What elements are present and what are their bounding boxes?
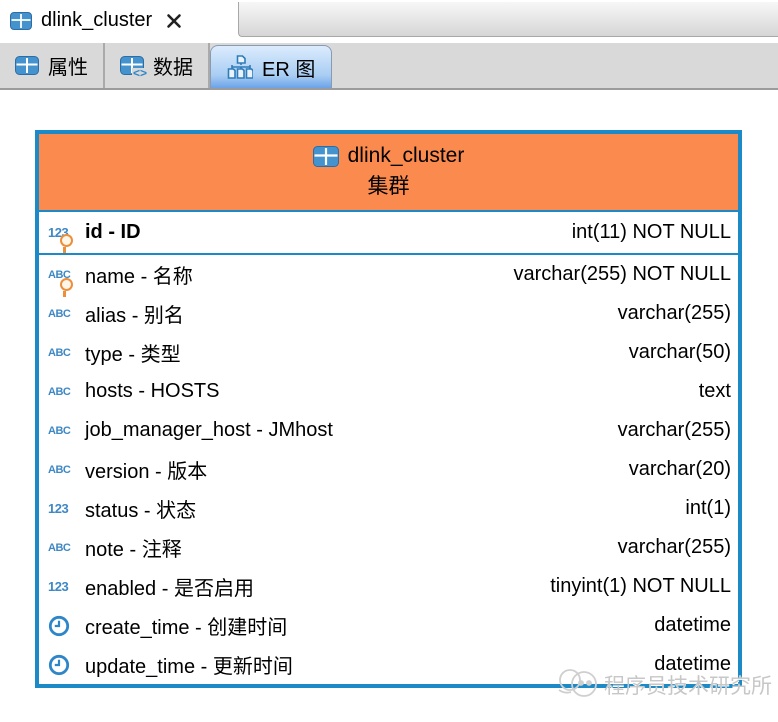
- column-name: create_time - 创建时间: [85, 617, 288, 639]
- entity-column-row[interactable]: 123 ABC type - 类型 varchar(50): [39, 333, 738, 372]
- tab-data[interactable]: <> 数据: [105, 43, 208, 88]
- entity-subtitle: 集群: [367, 175, 410, 198]
- column-name: version - 版本: [85, 461, 208, 483]
- er-diagram-icon: [227, 55, 253, 79]
- entity-column-row[interactable]: 123 ABC note - 注释 varchar(255): [39, 528, 738, 567]
- column-name: update_time - 更新时间: [85, 656, 293, 678]
- column-name: id - ID: [85, 221, 141, 243]
- string-type-icon: ABC: [48, 385, 71, 398]
- string-type-icon: ABC: [48, 424, 71, 437]
- editor-tabbar: dlink_cluster: [0, 0, 778, 41]
- tabbar-empty-area: [238, 2, 778, 37]
- entity-column-row[interactable]: 123 ABC create_time - 创建时间 datetime: [39, 606, 738, 645]
- string-type-icon: ABC: [48, 346, 71, 359]
- column-name: alias - 别名: [85, 305, 184, 327]
- table-icon: [312, 145, 339, 167]
- entity-column-row[interactable]: 123 ABC alias - 别名 varchar(255): [39, 294, 738, 333]
- data-table-icon: <>: [120, 56, 148, 79]
- column-type: varchar(255): [617, 302, 731, 324]
- entity-header[interactable]: dlink_cluster 集群: [39, 134, 738, 212]
- column-type: varchar(50): [628, 341, 731, 363]
- tab-er-diagram[interactable]: ER 图: [210, 45, 333, 88]
- string-type-icon: ABC: [48, 541, 71, 554]
- code-brackets-icon: <>: [131, 66, 148, 80]
- column-name: status - 状态: [85, 500, 197, 522]
- tab-divider: [103, 43, 105, 88]
- datetime-type-icon: [48, 615, 70, 637]
- column-name: enabled - 是否启用: [85, 578, 254, 600]
- column-type: datetime: [654, 614, 731, 636]
- column-name: job_manager_host - JMhost: [85, 419, 333, 441]
- tab-divider: [208, 43, 210, 88]
- entity-column-row[interactable]: 123 ABC name - 名称 varchar(255) NOT NULL: [39, 255, 738, 294]
- string-type-icon: ABC: [48, 307, 71, 320]
- table-icon: [10, 11, 32, 30]
- properties-table-icon: [15, 56, 39, 75]
- datetime-type-icon: [48, 654, 70, 676]
- entity-column-row[interactable]: 123 ABC job_manager_host - JMhost varcha…: [39, 411, 738, 450]
- tab-properties-label: 属性: [48, 57, 88, 79]
- view-tabbar: 属性 <> 数据 ER 图: [0, 43, 778, 90]
- entity-title: dlink_cluster: [347, 144, 465, 167]
- column-type: text: [698, 380, 731, 402]
- key-icon: [60, 278, 69, 293]
- entity-column-row[interactable]: 123 ABC hosts - HOSTS text: [39, 372, 738, 411]
- column-type: int(11) NOT NULL: [571, 221, 731, 243]
- entity-dlink-cluster[interactable]: dlink_cluster 集群 123 ABC id - ID int(11)…: [35, 130, 742, 688]
- tab-data-label: 数据: [153, 57, 193, 79]
- tab-er-diagram-label: ER 图: [262, 58, 316, 81]
- column-type: datetime: [654, 653, 731, 675]
- column-name: note - 注释: [85, 539, 182, 561]
- entity-column-row[interactable]: 123 ABC enabled - 是否启用 tinyint(1) NOT NU…: [39, 567, 738, 606]
- column-type: varchar(20): [628, 458, 731, 480]
- column-type: tinyint(1) NOT NULL: [550, 575, 731, 597]
- tab-title: dlink_cluster: [41, 9, 153, 31]
- column-type: varchar(255) NOT NULL: [513, 263, 731, 285]
- entity-column-row[interactable]: 123 ABC update_time - 更新时间 datetime: [39, 645, 738, 684]
- column-type: varchar(255): [617, 419, 731, 441]
- entity-rows: 123 ABC id - ID int(11) NOT NULL 123 ABC: [39, 212, 738, 684]
- column-type: int(1): [685, 497, 731, 519]
- entity-column-row[interactable]: 123 ABC version - 版本 varchar(20): [39, 450, 738, 489]
- entity-column-row[interactable]: 123 ABC id - ID int(11) NOT NULL: [39, 212, 738, 255]
- column-name: type - 类型: [85, 344, 181, 366]
- column-name: hosts - HOSTS: [85, 380, 220, 402]
- key-icon: [60, 234, 69, 249]
- column-name: name - 名称: [85, 266, 193, 288]
- numeric-type-icon: 123: [48, 501, 69, 516]
- close-icon[interactable]: [165, 12, 183, 30]
- er-diagram-canvas[interactable]: dlink_cluster 集群 123 ABC id - ID int(11)…: [0, 92, 778, 722]
- column-type: varchar(255): [617, 536, 731, 558]
- tab-properties[interactable]: 属性: [0, 43, 103, 88]
- tab-dlink-cluster[interactable]: dlink_cluster: [0, 0, 196, 41]
- numeric-type-icon: 123: [48, 579, 69, 594]
- string-type-icon: ABC: [48, 463, 71, 476]
- entity-column-row[interactable]: 123 ABC status - 状态 int(1): [39, 489, 738, 528]
